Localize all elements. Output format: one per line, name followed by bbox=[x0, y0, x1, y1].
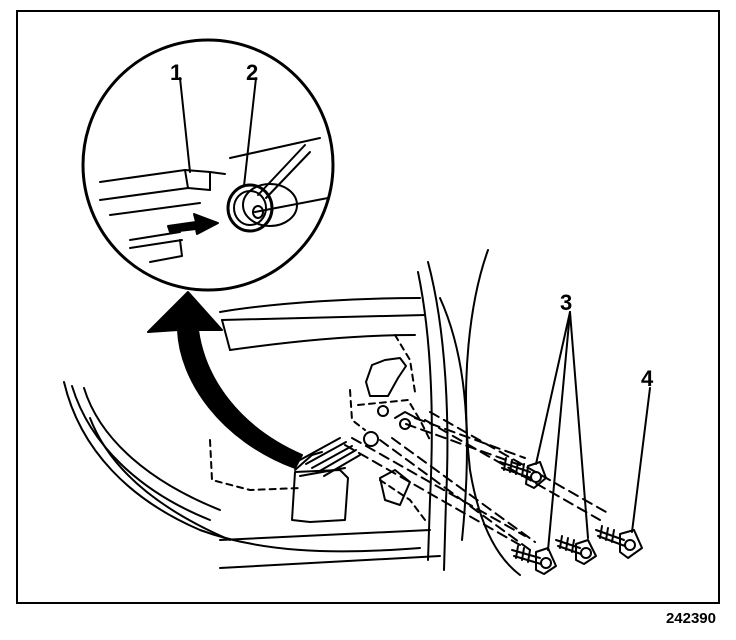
leader-4 bbox=[631, 387, 651, 533]
bolt-upper bbox=[499, 457, 547, 489]
bolt-lower-middle bbox=[555, 535, 597, 565]
door-body bbox=[63, 249, 521, 576]
striker-bolt bbox=[226, 183, 298, 233]
figure-number: 242390 bbox=[665, 610, 716, 627]
bolt-paths bbox=[344, 411, 607, 551]
diagram-frame bbox=[16, 10, 720, 604]
callout-4: 4 bbox=[641, 366, 654, 391]
callout-2: 2 bbox=[246, 60, 258, 85]
callout-3: 3 bbox=[560, 290, 572, 315]
detail-pointer-arrow bbox=[147, 291, 303, 469]
lock-assembly bbox=[291, 437, 411, 523]
callout-1: 1 bbox=[170, 60, 182, 85]
insertion-arrow bbox=[167, 213, 219, 235]
bolt-lower-left bbox=[511, 545, 557, 575]
leader-3a bbox=[535, 311, 571, 465]
bolt-item-4 bbox=[595, 525, 643, 559]
detail-inset bbox=[81, 38, 335, 292]
leader-3b bbox=[547, 311, 571, 551]
leader-3c bbox=[569, 311, 589, 539]
